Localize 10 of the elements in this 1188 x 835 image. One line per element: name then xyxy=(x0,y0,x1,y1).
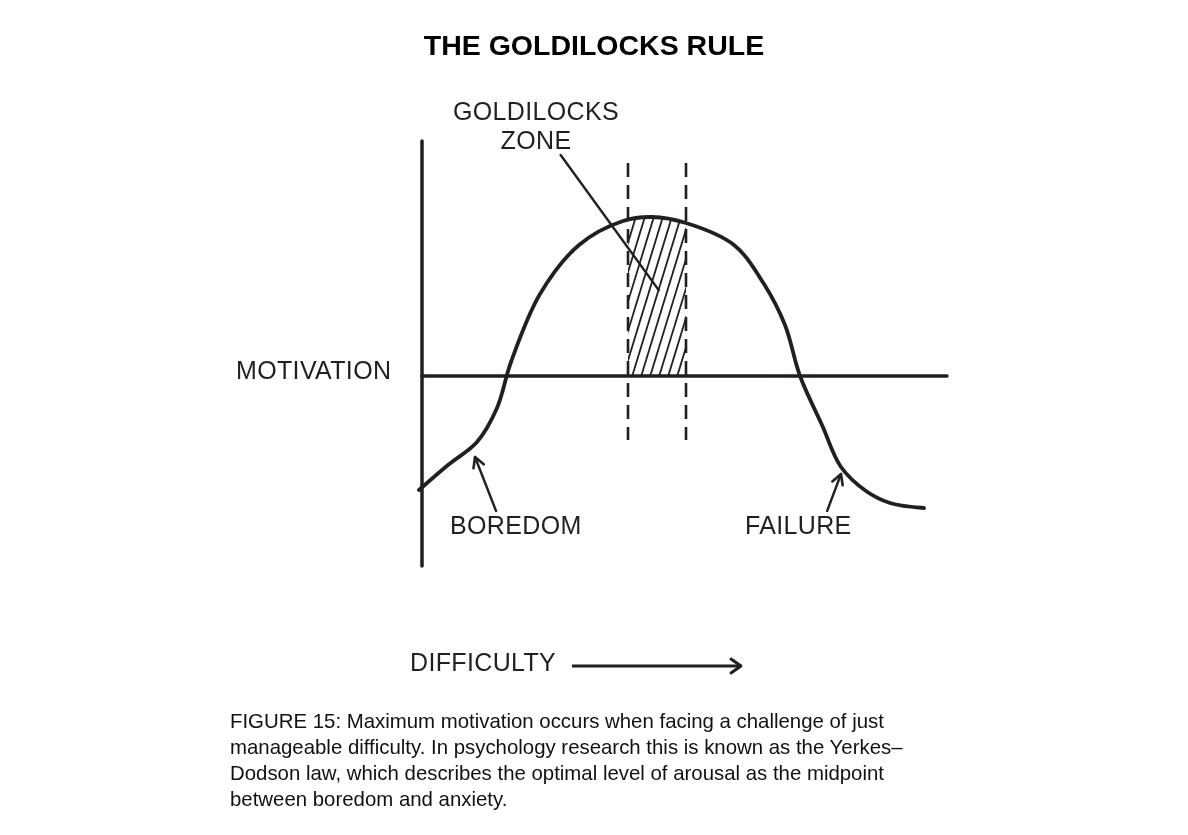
pointer-arrow xyxy=(825,472,844,513)
zone-label: GOLDILOCKS ZONE xyxy=(448,97,624,155)
leader-line xyxy=(559,153,660,292)
pointer-arrow xyxy=(472,455,498,513)
title: THE GOLDILOCKS RULE xyxy=(423,28,765,62)
caption: FIGURE 15: Maximum motivation occurs when facing a challenge of just manageable difficulty. In psychology research this is known as the Yerkes–Dodson law, which describes the optimal level of arousal as the midpoint between boredom and anxiety. xyxy=(230,709,904,812)
axis-label: DIFFICULTY xyxy=(410,648,557,677)
axis-label: MOTIVATION xyxy=(236,356,392,385)
curve-label: FAILURE xyxy=(745,511,852,540)
curve-label: BOREDOM xyxy=(450,511,582,540)
